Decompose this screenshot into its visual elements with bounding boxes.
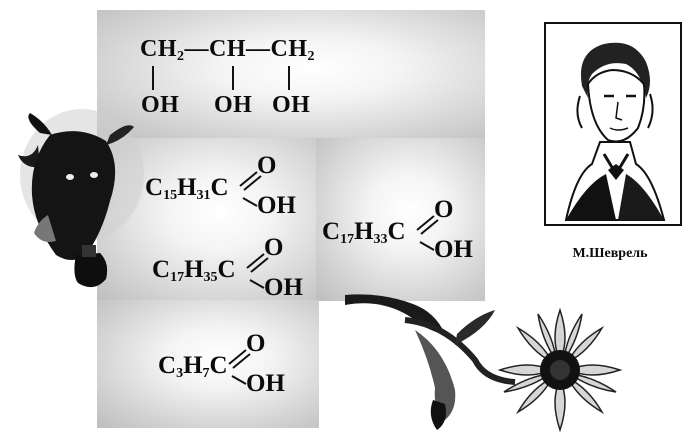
butyric-tile (97, 300, 319, 428)
oleic-acid-formula: C17H33C O OH (322, 196, 473, 263)
glycerol-oh-1: OH (141, 92, 180, 118)
bond-3 (288, 66, 290, 90)
oleic-tile (316, 138, 485, 301)
cow-head-illustration (18, 109, 144, 288)
glycerol-oh-2: OH (214, 92, 253, 118)
portrait-caption: М.Шеврель (572, 246, 648, 261)
glycerol-tile (97, 10, 485, 140)
chevreul-portrait (544, 22, 682, 226)
stearic-bonds (246, 253, 269, 289)
bond-1 (152, 66, 154, 90)
glycerol-formula: CH2—CH—CH2 (140, 36, 315, 64)
oleic-bonds (416, 215, 439, 251)
palmitic-acid-formula: C15H31C O OH (145, 152, 296, 219)
bond-2 (232, 66, 234, 90)
glycerol-oh-3: OH (272, 92, 311, 118)
stearic-acid-formula: C17H35C O OH (152, 234, 303, 301)
butyric-acid-formula: C3H7C O OH (158, 330, 285, 397)
butyric-bonds (228, 349, 251, 385)
palmitic-bonds (239, 171, 262, 207)
sunflower-illustration (345, 294, 623, 433)
